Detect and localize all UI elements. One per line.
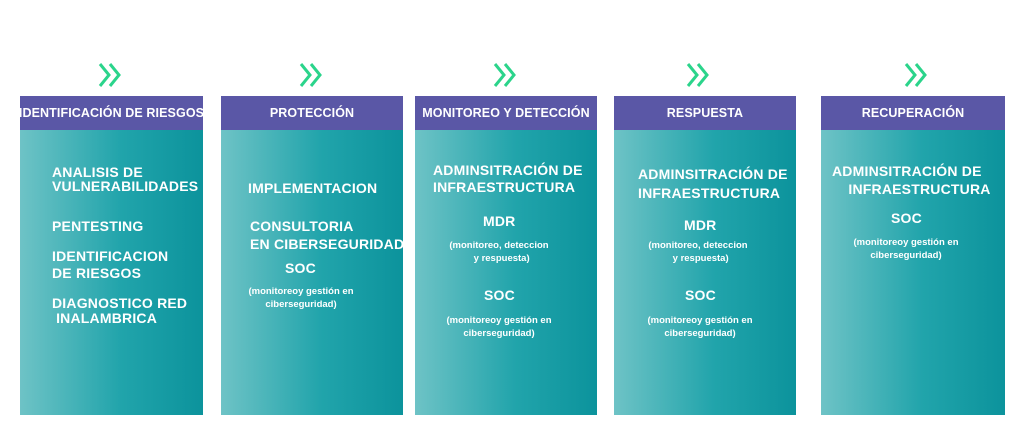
service-item: SOC bbox=[685, 287, 716, 303]
service-item: PENTESTING bbox=[52, 218, 144, 234]
column-panel: ADMINSITRACIÓN DE INFRAESTRUCTURA MDR (m… bbox=[614, 130, 796, 415]
service-item: SOC bbox=[484, 287, 515, 303]
service-item: ADMINSITRACIÓN DE INFRAESTRUCTURA bbox=[433, 162, 583, 195]
column-identificacion: IDENTIFICACIÓN DE RIESGOS ANALISIS DE VU… bbox=[19, 96, 204, 415]
column-panel: ADMINSITRACIÓN DE INFRAESTRUCTURA MDR (m… bbox=[415, 130, 597, 415]
column-panel: ADMINSITRACIÓN DE INFRAESTRUCTURA SOC (m… bbox=[821, 130, 1005, 415]
service-note: (monitoreoy gestión en ciberseguridad) bbox=[248, 286, 354, 310]
column-proteccion: PROTECCIÓN IMPLEMENTACION CONSULTORIA EN… bbox=[221, 96, 405, 415]
column-panel: IMPLEMENTACION CONSULTORIA EN CIBERSEGUR… bbox=[221, 130, 405, 415]
column-title: IDENTIFICACIÓN DE RIESGOS bbox=[19, 96, 204, 130]
service-note: (monitoreoy gestión en ciberseguridad) bbox=[446, 315, 552, 339]
service-note: (monitoreo, deteccion y respuesta) bbox=[449, 240, 549, 264]
service-item: MDR bbox=[684, 217, 717, 233]
column-monitoreo: MONITOREO Y DETECCIÓN ADMINSITRACIÓN DE … bbox=[415, 96, 597, 415]
column-title: RECUPERACIÓN bbox=[821, 96, 1005, 130]
service-item: ANALISIS DE VULNERABILIDADES bbox=[52, 164, 199, 194]
column-recuperacion: RECUPERACIÓN ADMINSITRACIÓN DE INFRAESTR… bbox=[821, 96, 1005, 415]
double-chevron-right-icon bbox=[904, 63, 927, 87]
service-item: SOC bbox=[891, 210, 922, 226]
double-chevron-right-icon bbox=[686, 63, 709, 87]
service-item: SOC bbox=[285, 260, 316, 276]
double-chevron-right-icon bbox=[299, 63, 322, 87]
service-note: (monitoreo, deteccion y respuesta) bbox=[648, 240, 748, 264]
service-note: (monitoreoy gestión en ciberseguridad) bbox=[647, 315, 753, 339]
service-item: DIAGNOSTICO RED INALAMBRICA bbox=[52, 295, 188, 326]
column-respuesta: RESPUESTA ADMINSITRACIÓN DE INFRAESTRUCT… bbox=[614, 96, 796, 415]
double-chevron-right-icon bbox=[98, 63, 121, 87]
column-title: PROTECCIÓN bbox=[221, 96, 403, 130]
service-item: IMPLEMENTACION bbox=[248, 180, 378, 196]
column-title: MONITOREO Y DETECCIÓN bbox=[415, 96, 597, 130]
double-chevron-right-icon bbox=[493, 63, 516, 87]
column-title: RESPUESTA bbox=[614, 96, 796, 130]
column-panel: ANALISIS DE VULNERABILIDADES PENTESTING … bbox=[20, 130, 203, 415]
service-note: (monitoreoy gestión en ciberseguridad) bbox=[853, 237, 959, 261]
service-item: MDR bbox=[483, 213, 516, 229]
service-item: ADMINSITRACIÓN DE INFRAESTRUCTURA bbox=[832, 163, 991, 197]
service-item: CONSULTORIA EN CIBERSEGURIDAD bbox=[250, 218, 405, 252]
service-item: ADMINSITRACIÓN DE INFRAESTRUCTURA bbox=[638, 166, 788, 201]
service-item: IDENTIFICACION DE RIESGOS bbox=[52, 248, 169, 281]
